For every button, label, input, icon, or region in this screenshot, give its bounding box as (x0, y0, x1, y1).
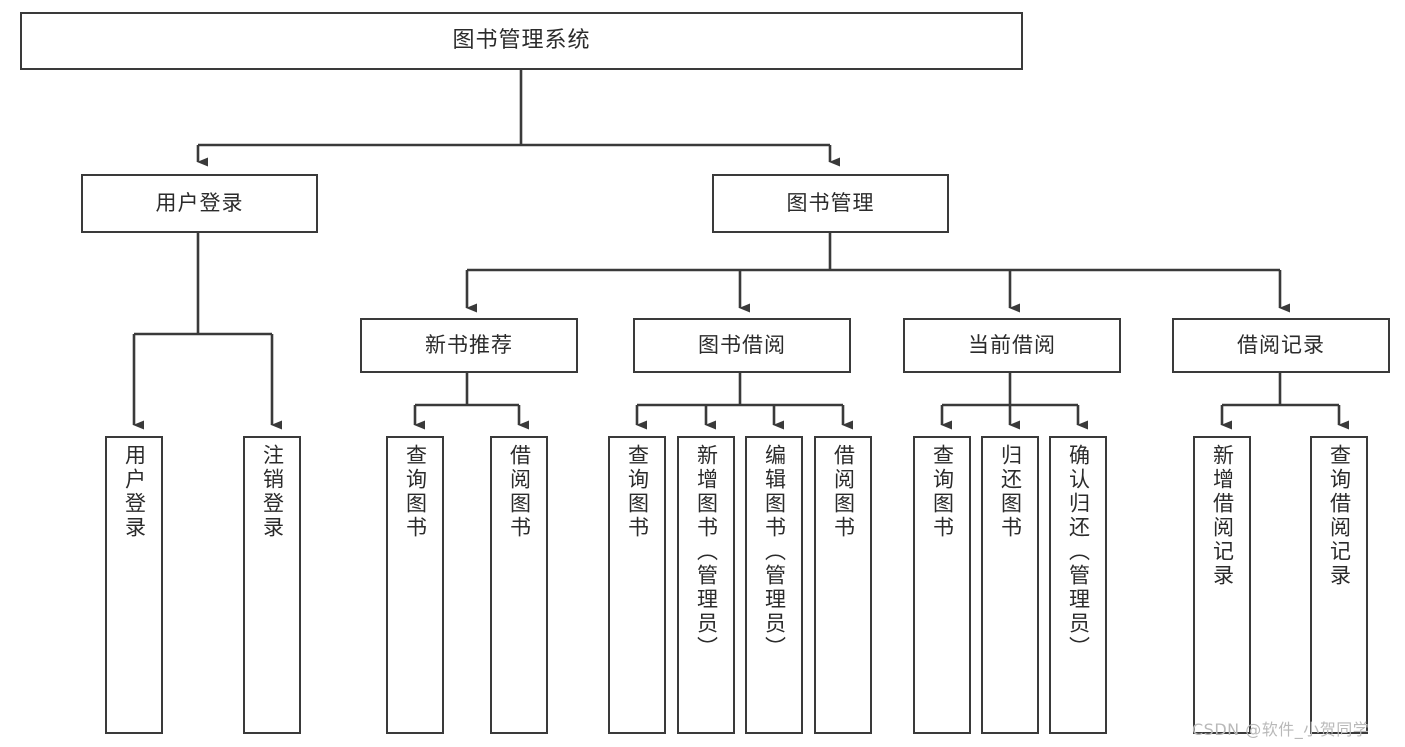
leaf-label: 借阅图书 (831, 444, 856, 540)
leaf-current-query-book[interactable]: 查询图书 (913, 436, 971, 734)
leaf-new-book-borrow[interactable]: 借阅图书 (490, 436, 548, 734)
leaf-label: 借阅图书 (507, 444, 532, 540)
leaf-label: 归还图书 (998, 444, 1023, 540)
leaf-label: 查询借阅记录 (1327, 444, 1352, 588)
node-book-management-label: 图书管理 (786, 190, 875, 215)
leaf-label: 确认归还（管理员） (1066, 444, 1091, 660)
leaf-label: 用户登录 (122, 444, 147, 540)
leaf-current-return-book[interactable]: 归还图书 (981, 436, 1039, 734)
leaf-label: 查询图书 (625, 444, 650, 540)
leaf-label: 注销登录 (260, 444, 285, 540)
leaf-borrow-borrow-book[interactable]: 借阅图书 (814, 436, 872, 734)
node-book-management[interactable]: 图书管理 (712, 174, 949, 233)
node-new-book-recommend-label: 新书推荐 (425, 332, 513, 357)
leaf-borrow-add-book-admin[interactable]: 新增图书（管理员） (677, 436, 735, 734)
leaf-label: 新增借阅记录 (1210, 444, 1235, 588)
leaf-new-book-query[interactable]: 查询图书 (386, 436, 444, 734)
node-book-borrow[interactable]: 图书借阅 (633, 318, 851, 373)
node-borrow-records[interactable]: 借阅记录 (1172, 318, 1390, 373)
node-root[interactable]: 图书管理系统 (20, 12, 1023, 70)
leaf-records-query-record[interactable]: 查询借阅记录 (1310, 436, 1368, 734)
leaf-current-confirm-return-admin[interactable]: 确认归还（管理员） (1049, 436, 1107, 734)
node-new-book-recommend[interactable]: 新书推荐 (360, 318, 578, 373)
node-borrow-records-label: 借阅记录 (1237, 332, 1325, 357)
node-current-borrow-label: 当前借阅 (968, 332, 1056, 357)
leaf-borrow-query-book[interactable]: 查询图书 (608, 436, 666, 734)
node-user-login[interactable]: 用户登录 (81, 174, 318, 233)
node-current-borrow[interactable]: 当前借阅 (903, 318, 1121, 373)
node-root-label: 图书管理系统 (452, 27, 591, 53)
leaf-label: 查询图书 (930, 444, 955, 540)
leaf-borrow-edit-book-admin[interactable]: 编辑图书（管理员） (745, 436, 803, 734)
leaf-label: 编辑图书（管理员） (762, 444, 787, 660)
leaf-user-login-signout[interactable]: 注销登录 (243, 436, 301, 734)
leaf-label: 查询图书 (403, 444, 428, 540)
leaf-records-add-record[interactable]: 新增借阅记录 (1193, 436, 1251, 734)
leaf-label: 新增图书（管理员） (694, 444, 719, 660)
node-user-login-label: 用户登录 (155, 190, 244, 215)
node-book-borrow-label: 图书借阅 (698, 332, 786, 357)
leaf-user-login-signin[interactable]: 用户登录 (105, 436, 163, 734)
csdn-watermark: CSDN @软件_小贺同学 (1192, 720, 1370, 739)
